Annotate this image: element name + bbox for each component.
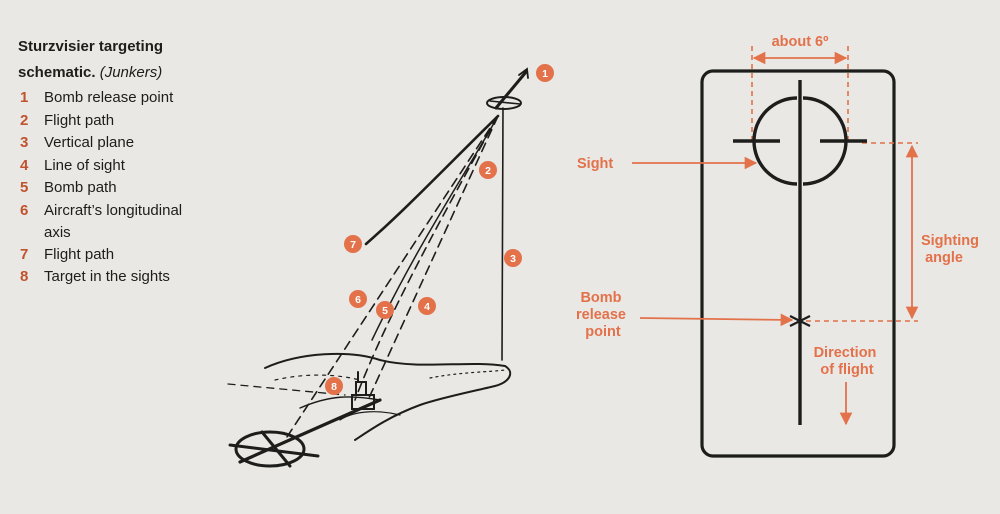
legend-item: 6 Aircraft’s longitudinal axis [20,200,220,244]
legend-text: Vertical plane [44,134,135,151]
callout-2: 2 [479,161,497,179]
legend-item: 3 Vertical plane [20,132,220,155]
dive-illustration [227,67,529,468]
svg-text:2: 2 [485,165,491,177]
legend-item: 4 Line of sight [20,155,220,178]
svg-text:1: 1 [542,68,548,80]
target-crosshair-icon [228,398,382,468]
legend-text: Flight path [44,111,115,129]
bomb-release-arrow [639,313,794,327]
aircraft-icon [486,67,529,110]
horizon-line [227,383,346,396]
svg-text:6: 6 [355,294,361,306]
legend-text: Flight path [44,245,115,263]
diagram-title: Sturzvisier targeting schematic. (Junker… [18,34,218,86]
callout-4: 4 [418,297,436,315]
terrain-outline [264,352,512,441]
legend-number: 1 [20,89,29,106]
caption-subtitle: (Junkers) [99,64,163,81]
sight-schematic: about 6º Sighting angle Sight Bomb relea… [576,34,983,458]
legend-number: 5 [20,179,29,196]
sighting-angle-label: Sighting angle [921,233,983,266]
legend-item: 1 Bomb release point [20,87,220,110]
legend-text: Bomb path [44,179,117,196]
callouts: 1 2 3 4 5 6 7 8 [325,64,554,395]
direction-label: Direction of flight [814,345,881,378]
legend-item: 7 Flight path [20,244,220,267]
legend-item: 2 Flight path [20,110,220,133]
caption-title: Sturzvisier targeting schematic. [18,38,164,81]
callout-6: 6 [349,290,367,308]
svg-text:8: 8 [331,381,337,393]
legend-text: Target in the sights [44,268,170,285]
aircraft-axis-line [284,115,499,441]
legend-number: 3 [20,134,29,151]
legend-number: 8 [20,268,29,285]
legend-item: 5 Bomb path [20,177,220,200]
sight-frame [700,69,896,458]
reticle-icon [733,80,867,425]
legend-number: 6 [20,201,29,219]
callout-8: 8 [325,377,343,395]
svg-text:7: 7 [350,239,356,251]
legend-number: 7 [20,245,29,263]
bomb-release-label: Bomb release point [576,290,630,340]
legend-text: Aircraft’s longitudinal axis [44,201,183,241]
svg-text:3: 3 [510,253,516,265]
legend-item: 8 Target in the sights [20,266,220,289]
callout-3: 3 [504,249,522,267]
bomb-path-line [354,115,499,401]
sight-label: Sight [577,156,613,172]
legend-number: 2 [20,111,29,129]
line-of-sight [367,115,499,401]
legend-number: 4 [20,156,29,174]
legend-text: Line of sight [44,156,125,174]
callout-5: 5 [376,301,394,319]
svg-text:5: 5 [382,305,388,317]
release-point-mark [789,315,811,327]
vertical-plane-line [501,107,504,361]
callout-1: 1 [536,64,554,82]
angle-label: about 6º [772,34,830,50]
flight-path-curve [364,114,500,246]
svg-text:4: 4 [424,301,430,313]
legend-text: Bomb release point [44,89,174,106]
callout-7: 7 [344,235,362,253]
